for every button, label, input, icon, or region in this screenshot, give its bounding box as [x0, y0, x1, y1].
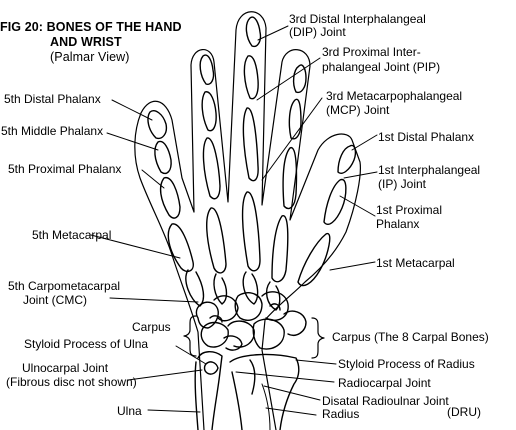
label-radiocarpal-joint: Radiocarpal Joint: [338, 376, 431, 390]
fourth-finger-bones: [199, 54, 228, 305]
label-fifth-metacarpal: 5th Metacarpal: [32, 228, 112, 242]
label-dru-joint-line-1: Disatal Radioulnar Joint: [322, 394, 449, 408]
label-cmc-joint-line-1: 5th Carpometacarpal: [8, 279, 121, 293]
label-styloid-radius: Styloid Process of Radius: [338, 357, 475, 371]
label-styloid-ulna: Styloid Process of Ulna: [24, 337, 149, 351]
fifth-finger-bones: [147, 110, 205, 307]
label-fifth-proximal-phalanx: 5th Proximal Phalanx: [8, 162, 122, 176]
label-first-distal-phalanx: 1st Distal Phalanx: [378, 130, 475, 144]
label-mcp-joint-line-2: (MCP) Joint: [326, 103, 390, 117]
label-pip-joint-line-2: phalangeal Joint (PIP): [322, 60, 441, 74]
label-pip-joint-line-1: 3rd Proximal Inter-: [322, 45, 421, 59]
label-first-proximal-phalanx-line-2: Phalanx: [376, 217, 420, 231]
carpal-bones: [195, 291, 307, 351]
label-mcp-joint-line-1: 3rd Metacarpophalangeal: [326, 89, 463, 103]
label-first-metacarpal: 1st Metacarpal: [376, 256, 455, 270]
label-ulna: Ulna: [117, 404, 142, 418]
label-dip-joint-line-2: (DIP) Joint: [289, 25, 346, 39]
hand-outline-ulnar-side: [134, 112, 205, 430]
third-finger-bones: [241, 16, 262, 305]
figure-title-line-1: FIG 20: BONES OF THE HAND: [0, 20, 182, 34]
label-fifth-distal-phalanx: 5th Distal Phalanx: [4, 92, 101, 106]
label-dip-joint-line-1: 3rd Distal Interphalangeal: [289, 12, 426, 26]
label-ulnocarpal-joint-line-1: Ulnocarpal Joint: [22, 361, 109, 375]
label-fifth-middle-phalanx: 5th Middle Phalanx: [1, 124, 104, 138]
figure-title-line-3: (Palmar View): [50, 50, 130, 64]
forearm-bones: [194, 351, 300, 430]
second-finger-bones: [265, 64, 307, 311]
label-dru-joint-line-2: (DRU): [447, 405, 481, 419]
label-cmc-joint-line-2: Joint (CMC): [23, 293, 88, 307]
label-ulnocarpal-joint-line-2: (Fibrous disc not shown): [6, 375, 137, 389]
hand-outline: [140, 11, 361, 430]
label-ip-joint-line-2: (IP) Joint: [378, 177, 427, 191]
carpus-right-brace: [311, 317, 325, 359]
carpus-left-brace: [183, 315, 197, 357]
thumb-bones: [297, 144, 357, 287]
leader-lines: [90, 25, 378, 416]
label-first-proximal-phalanx-line-1: 1st Proximal: [376, 203, 443, 217]
figure-title-line-2: AND WRIST: [50, 35, 122, 49]
label-carpus-right: Carpus (The 8 Carpal Bones): [332, 330, 489, 344]
label-carpus-left: Carpus: [132, 320, 171, 334]
label-ip-joint-line-1: 1st Interphalangeal: [378, 163, 481, 177]
label-radius: Radius: [322, 407, 360, 421]
